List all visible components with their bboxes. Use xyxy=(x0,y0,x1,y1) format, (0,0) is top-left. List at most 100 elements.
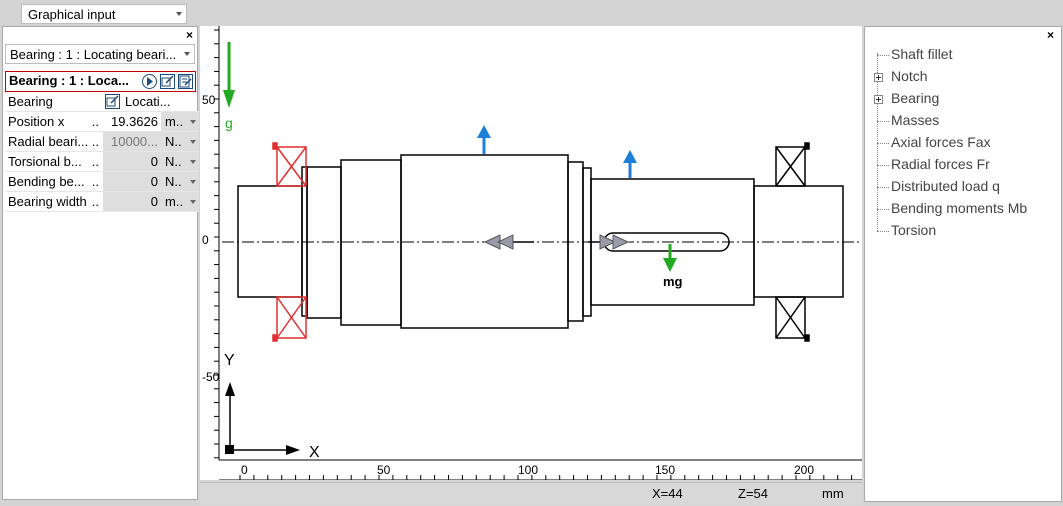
tree-item-bearing[interactable]: Bearing xyxy=(891,90,940,106)
property-row-bending: Bending be..... 0 N.. xyxy=(5,171,199,192)
mass-label: mg xyxy=(663,274,683,289)
property-ellipsis: .. xyxy=(91,134,99,149)
unit-dropdown[interactable]: N.. xyxy=(161,171,199,192)
unit-dropdown[interactable]: N.. xyxy=(161,151,199,172)
tree-item-bending-moments[interactable]: Bending moments Mb xyxy=(891,200,1028,216)
property-ellipsis: .. xyxy=(91,114,99,129)
property-ellipsis: .. xyxy=(91,194,99,209)
mass-force-arrow-icon[interactable] xyxy=(663,244,677,272)
property-row-bearing: Bearing Locati... xyxy=(5,92,199,112)
tree-item-axial-forces[interactable]: Axial forces Fax xyxy=(891,134,991,150)
property-label-text: Bending be... xyxy=(8,174,85,189)
chevron-down-icon xyxy=(176,12,182,16)
view-mode-value: Graphical input xyxy=(28,7,116,22)
hruler-label-100: 100 xyxy=(518,463,538,477)
expand-plus-icon[interactable] xyxy=(874,95,883,104)
view-mode-dropdown[interactable]: Graphical input xyxy=(21,4,187,24)
property-label: Bending be..... xyxy=(5,171,103,192)
selected-element-header: Bearing : 1 : Loca... xyxy=(5,71,196,92)
unit-dropdown[interactable]: m.. xyxy=(161,191,199,212)
radial-force-arrow-icon[interactable] xyxy=(623,150,637,178)
locating-bearing-left[interactable] xyxy=(272,142,307,342)
tree-item-radial-forces[interactable]: Radial forces Fr xyxy=(891,156,990,172)
tree-item-masses[interactable]: Masses xyxy=(891,112,940,128)
tree-connector xyxy=(877,187,889,188)
property-row-radial: Radial beari..... 10000... N.. xyxy=(5,131,199,152)
tree-connector xyxy=(877,209,889,210)
unit-text: m.. xyxy=(165,194,184,209)
property-value-text: Locati... xyxy=(125,94,171,109)
property-ellipsis: .. xyxy=(91,154,99,169)
chevron-down-icon xyxy=(184,52,190,56)
bearing-width-input[interactable]: 0 xyxy=(103,191,161,212)
properties-icon[interactable] xyxy=(178,74,193,89)
property-label: Radial beari..... xyxy=(5,131,103,152)
gravity-arrow-icon xyxy=(223,42,235,108)
element-selector-dropdown[interactable]: Bearing : 1 : Locating beari... xyxy=(5,44,195,64)
expand-plus-icon[interactable] xyxy=(874,73,883,82)
tree-connector xyxy=(877,55,889,56)
property-label-text: Bearing width xyxy=(8,194,87,209)
property-label-text: Torsional b... xyxy=(8,154,82,169)
property-label-text: Radial beari... xyxy=(8,134,89,149)
chevron-down-icon xyxy=(190,160,196,164)
unit-text: N.. xyxy=(165,154,182,169)
axis-y-label: Y xyxy=(224,352,235,369)
status-bar: X=44 Z=54 mm xyxy=(200,482,862,505)
vruler-label-0: 0 xyxy=(202,233,209,247)
play-icon[interactable] xyxy=(142,74,157,89)
tree-connector xyxy=(877,143,889,144)
property-label: Position x.. xyxy=(5,111,103,132)
unit-text: m.. xyxy=(165,114,184,129)
unit-text: N.. xyxy=(165,134,182,149)
bending-stiffness-input[interactable]: 0 xyxy=(103,171,161,192)
property-label: Bearing xyxy=(5,92,103,112)
tree-connector xyxy=(877,165,889,166)
coordinate-axes-icon xyxy=(225,382,300,455)
property-row-position: Position x.. 19.3626 m.. xyxy=(5,111,199,132)
chevron-down-icon xyxy=(190,120,196,124)
position-x-input[interactable]: 19.3626 xyxy=(103,111,161,132)
unit-dropdown[interactable]: m.. xyxy=(161,111,199,132)
tree-connector xyxy=(877,121,889,122)
radial-force-arrow-icon[interactable] xyxy=(477,125,491,154)
property-label: Bearing width.. xyxy=(5,191,103,212)
tree-connector xyxy=(877,53,878,231)
edit-icon[interactable] xyxy=(105,94,120,109)
hruler-label-150: 150 xyxy=(655,463,675,477)
edit-icon[interactable] xyxy=(160,74,175,89)
status-z-coordinate: Z=54 xyxy=(738,486,768,501)
property-label: Torsional b..... xyxy=(5,151,103,172)
hruler-label-50: 50 xyxy=(377,463,391,477)
property-label-text: Position x xyxy=(8,114,65,129)
property-value-bearing[interactable]: Locati... xyxy=(103,92,199,112)
unit-text: N.. xyxy=(165,174,182,189)
chevron-down-icon xyxy=(190,200,196,204)
tree-item-notch[interactable]: Notch xyxy=(891,68,928,84)
torsional-stiffness-input[interactable]: 0 xyxy=(103,151,161,172)
tree-item-distributed-load[interactable]: Distributed load q xyxy=(891,178,1000,194)
graphics-canvas[interactable]: 50 0 -50 0 50 100 150 200 xyxy=(200,26,862,480)
vruler-label-50: 50 xyxy=(202,93,216,107)
close-icon[interactable]: × xyxy=(1047,28,1055,42)
hruler-label-0: 0 xyxy=(241,463,248,477)
bearing-right[interactable] xyxy=(775,142,810,342)
axis-x-label: X xyxy=(309,444,320,461)
property-row-torsional: Torsional b..... 0 N.. xyxy=(5,151,199,172)
tree-connector xyxy=(877,231,889,232)
axial-force-arrow-icon[interactable] xyxy=(588,234,630,250)
unit-dropdown[interactable]: N.. xyxy=(161,131,199,152)
hruler-label-200: 200 xyxy=(794,463,814,477)
tree-item-shaft-fillet[interactable]: Shaft fillet xyxy=(891,46,953,62)
tree-item-torsion[interactable]: Torsion xyxy=(891,222,937,238)
vruler-label-neg50: -50 xyxy=(202,370,220,384)
close-icon[interactable]: × xyxy=(186,28,194,42)
status-x-coordinate: X=44 xyxy=(652,486,683,501)
top-toolbar: Graphical input xyxy=(0,0,1063,26)
chevron-down-icon xyxy=(190,140,196,144)
chevron-down-icon xyxy=(190,180,196,184)
property-ellipsis: .. xyxy=(91,174,99,189)
property-grid: Bearing Locati... Position x.. 19.3626 m… xyxy=(5,92,199,212)
axial-force-arrow-icon[interactable] xyxy=(483,234,534,250)
radial-stiffness-input[interactable]: 10000... xyxy=(103,131,161,152)
